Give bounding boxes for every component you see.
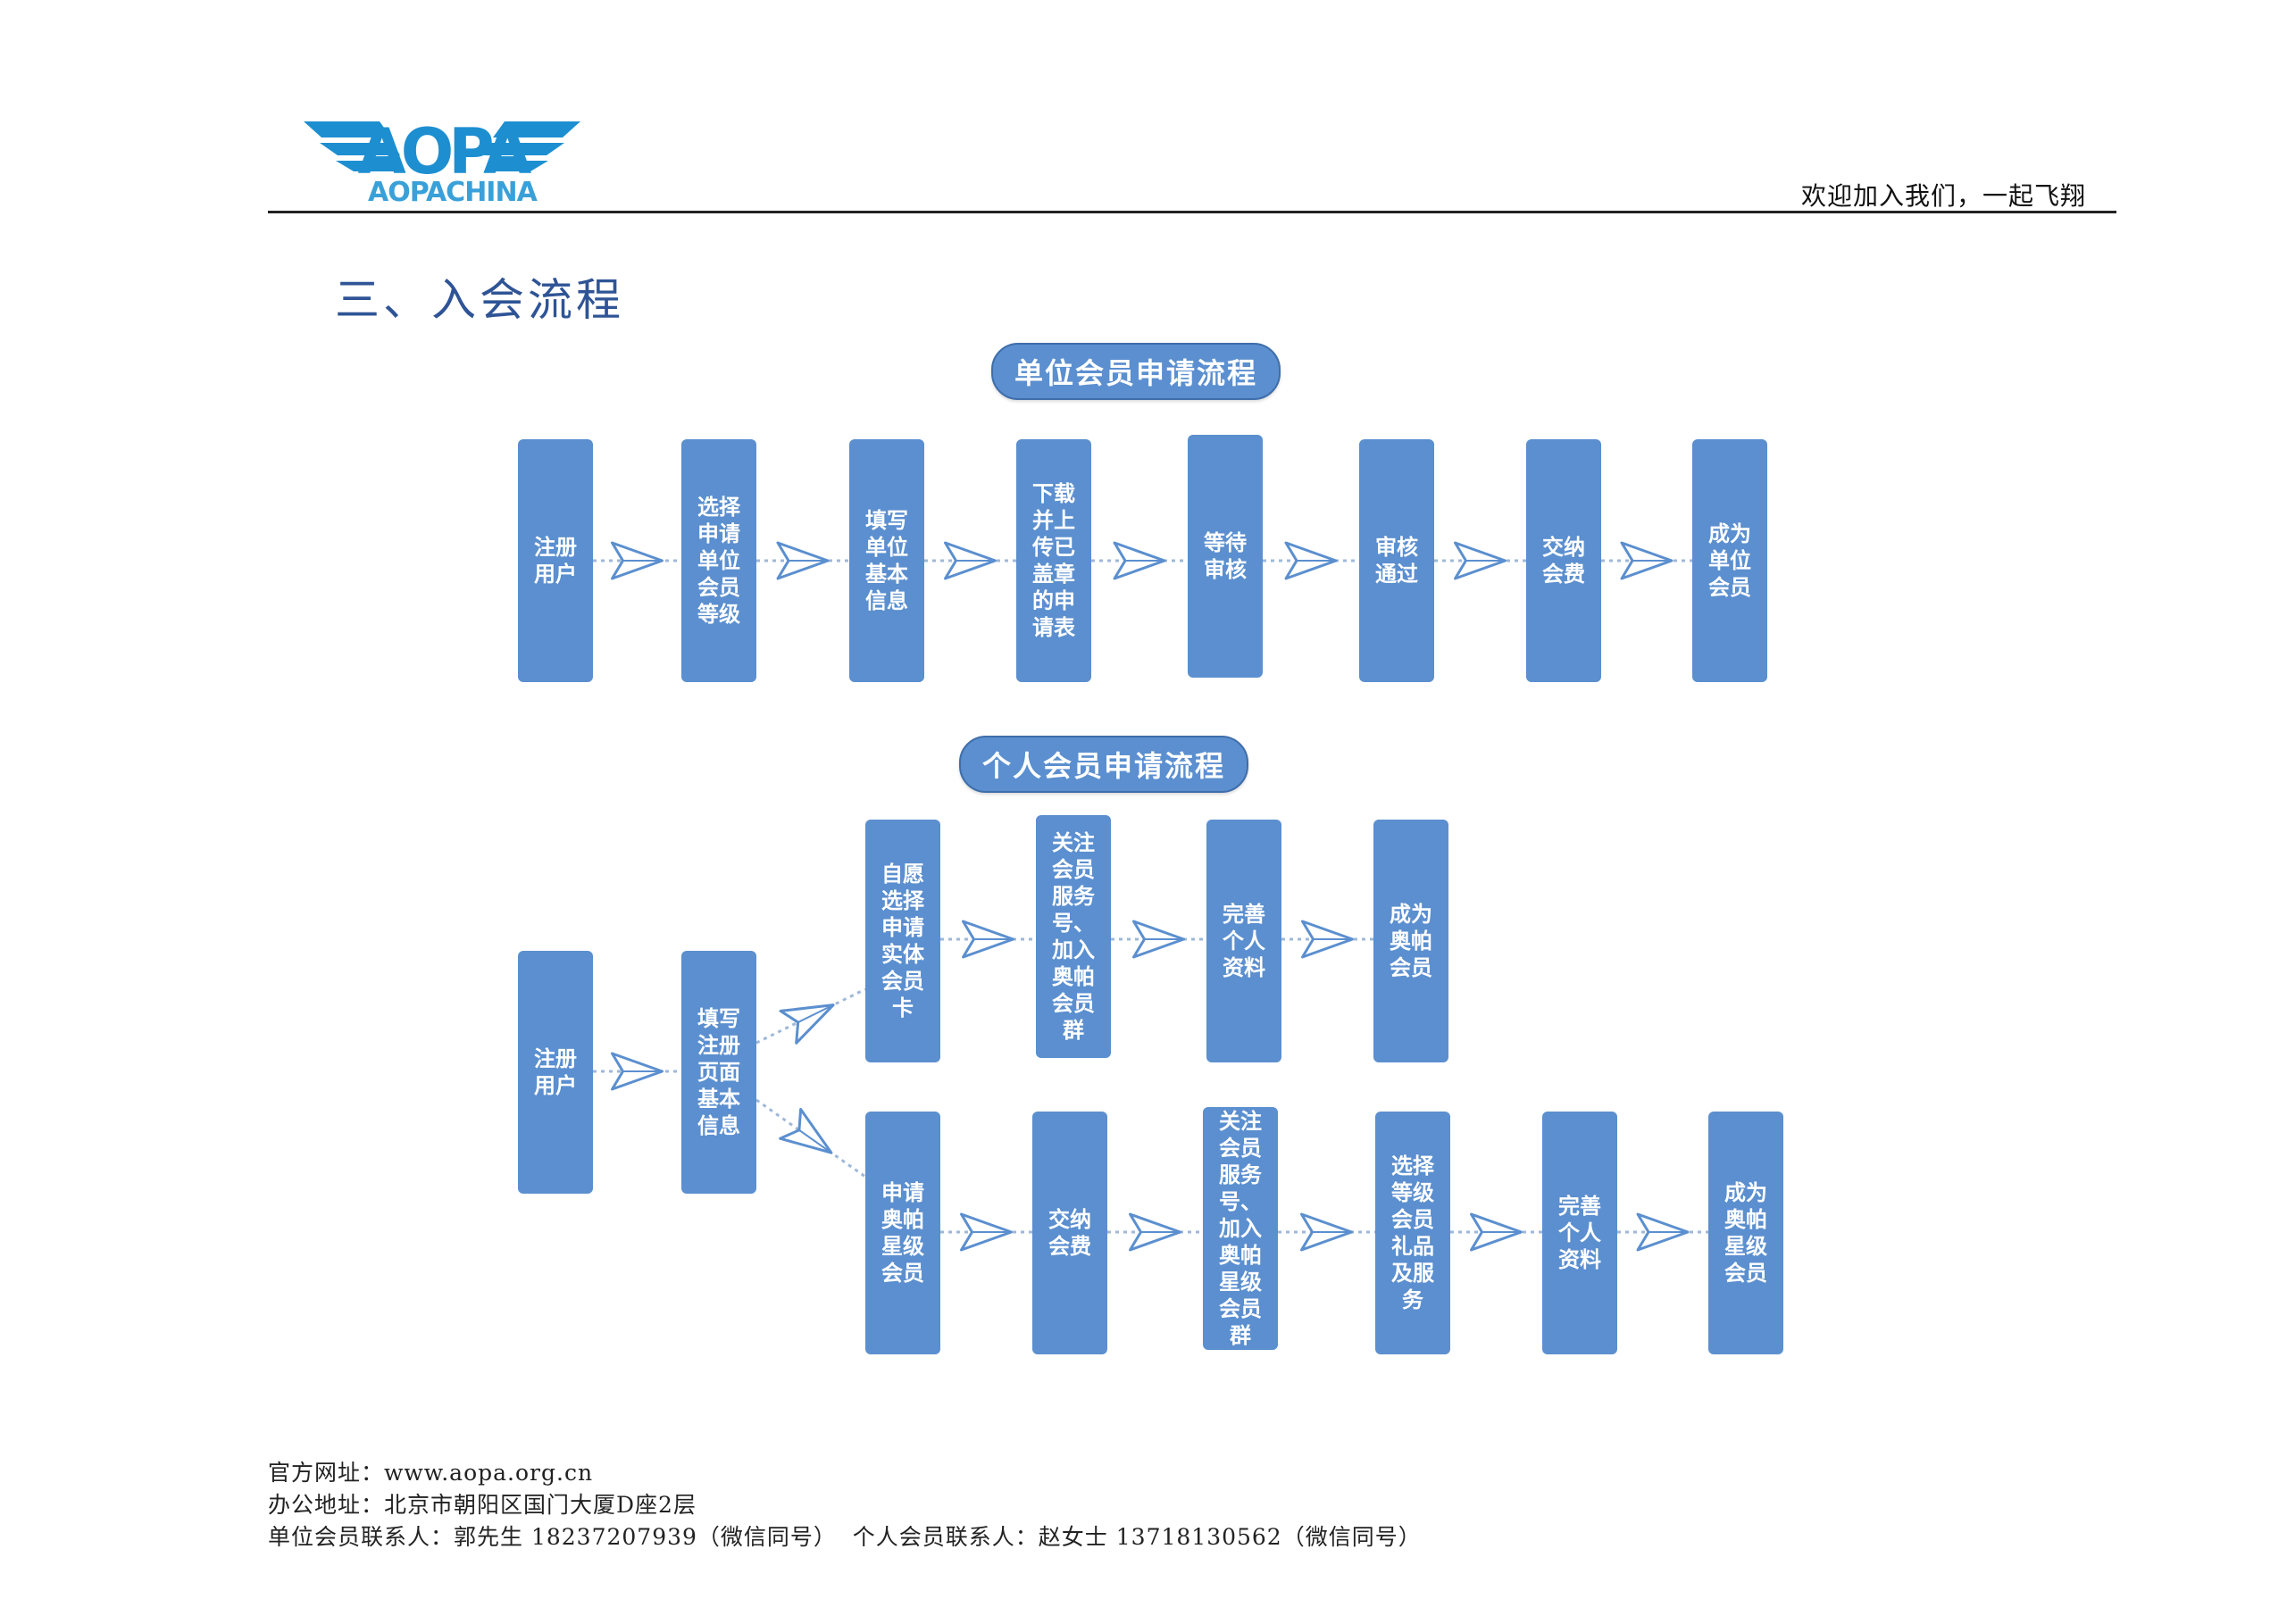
section-heading: 三、入会流程	[335, 274, 624, 326]
paper-plane-arrow-icon-6	[1454, 541, 1507, 580]
personal-step-fill-info: 填写注册页面基本信息	[681, 951, 756, 1194]
footer-address: 办公地址：北京市朝阳区国门大厦D座2层	[268, 1492, 697, 1518]
unit-step-8-label: 成为单位会员	[1708, 521, 1751, 600]
personal-top-step-4: 成为奥帕会员	[1373, 820, 1448, 1062]
unit-step-3-label: 填写单位基本信息	[865, 507, 908, 613]
personal-bottom-step-2-label: 交纳会费	[1048, 1206, 1091, 1259]
unit-step-6-label: 审核通过	[1375, 534, 1418, 587]
unit-step-7: 交纳会费	[1526, 439, 1601, 682]
footer-website: 官方网址：www.aopa.org.cn	[268, 1460, 594, 1486]
personal-bottom-step-6: 成为奥帕星级会员	[1708, 1112, 1783, 1354]
personal-top-step-2-label: 关注会员服务号、加入奥帕会员群	[1052, 829, 1095, 1043]
unit-step-7-label: 交纳会费	[1542, 534, 1585, 587]
unit-step-2-label: 选择申请单位会员等级	[697, 494, 740, 627]
personal-bottom-step-3: 关注会员服务号、加入奥帕星级会员群	[1203, 1107, 1278, 1350]
paper-plane-arrow-icon-14	[960, 1212, 1013, 1252]
paper-plane-arrow-icon-18	[1636, 1212, 1690, 1252]
paper-plane-arrow-icon-11	[962, 920, 1014, 959]
personal-step-register: 注册用户	[518, 951, 593, 1194]
unit-step-6: 审核通过	[1359, 439, 1434, 682]
personal-step-fill-info-label: 填写注册页面基本信息	[697, 1005, 740, 1138]
personal-top-step-1: 自愿选择申请实体会员卡	[865, 820, 940, 1062]
personal-bottom-step-1: 申请奥帕星级会员	[865, 1112, 940, 1354]
unit-step-1: 注册用户	[518, 439, 593, 682]
personal-bottom-step-4: 选择等级会员礼品及服务	[1375, 1112, 1450, 1354]
personal-bottom-step-5: 完善个人资料	[1542, 1112, 1617, 1354]
unit-flow-title: 单位会员申请流程	[991, 343, 1281, 400]
paper-plane-arrow-icon-12	[1132, 920, 1185, 959]
unit-step-3: 填写单位基本信息	[849, 439, 924, 682]
paper-plane-arrow-icon-2	[776, 541, 830, 580]
personal-top-step-4-label: 成为奥帕会员	[1390, 901, 1432, 980]
paper-plane-arrow-icon-8	[611, 1052, 664, 1091]
unit-step-8: 成为单位会员	[1692, 439, 1767, 682]
unit-step-5: 等待审核	[1188, 435, 1263, 678]
personal-top-step-3: 完善个人资料	[1206, 820, 1281, 1062]
personal-top-step-1-label: 自愿选择申请实体会员卡	[881, 861, 924, 1020]
logo-subtitle: AOPACHINA	[368, 177, 538, 208]
unit-step-2: 选择申请单位会员等级	[681, 439, 756, 682]
paper-plane-arrow-icon-13	[1301, 920, 1354, 959]
unit-step-5-label: 等待审核	[1204, 529, 1247, 582]
unit-step-1-label: 注册用户	[534, 534, 577, 587]
footer-contacts: 单位会员联系人：郭先生 18237207939（微信同号） 个人会员联系人：赵女…	[268, 1524, 1422, 1550]
paper-plane-arrow-icon-1	[611, 541, 664, 580]
personal-flow-title: 个人会员申请流程	[959, 736, 1248, 793]
unit-step-4-label: 下载并上传已盖章的申请表	[1032, 480, 1075, 640]
personal-bottom-step-6-label: 成为奥帕星级会员	[1724, 1179, 1767, 1286]
paper-plane-arrow-icon-15	[1129, 1212, 1181, 1252]
paper-plane-arrow-icon-4	[1113, 541, 1166, 580]
personal-top-step-2: 关注会员服务号、加入奥帕会员群	[1036, 815, 1111, 1058]
paper-plane-arrow-icon-9	[779, 1004, 835, 1045]
logo-mark: AOPA	[358, 115, 532, 188]
unit-step-4: 下载并上传已盖章的申请表	[1016, 439, 1091, 682]
paper-plane-arrow-icon-10	[779, 1108, 833, 1154]
personal-bottom-step-4-label: 选择等级会员礼品及服务	[1391, 1153, 1434, 1312]
paper-plane-arrow-icon-17	[1470, 1212, 1523, 1252]
footer: 官方网址：www.aopa.org.cn 办公地址：北京市朝阳区国门大厦D座2层…	[268, 1457, 1422, 1553]
header-tagline: 欢迎加入我们，一起飞翔	[1800, 181, 2086, 211]
paper-plane-arrow-icon-16	[1300, 1212, 1353, 1252]
personal-bottom-step-1-label: 申请奥帕星级会员	[881, 1179, 924, 1286]
paper-plane-arrow-icon-3	[944, 541, 997, 580]
paper-plane-arrow-icon-5	[1284, 541, 1338, 580]
personal-bottom-step-5-label: 完善个人资料	[1558, 1193, 1601, 1272]
personal-bottom-step-3-label: 关注会员服务号、加入奥帕星级会员群	[1219, 1108, 1262, 1348]
aopa-logo: AOPA	[304, 115, 580, 188]
personal-bottom-step-2: 交纳会费	[1032, 1112, 1107, 1354]
header-divider	[268, 211, 2116, 213]
personal-step-register-label: 注册用户	[534, 1045, 577, 1098]
personal-top-step-3-label: 完善个人资料	[1223, 901, 1265, 980]
paper-plane-arrow-icon-7	[1620, 541, 1674, 580]
